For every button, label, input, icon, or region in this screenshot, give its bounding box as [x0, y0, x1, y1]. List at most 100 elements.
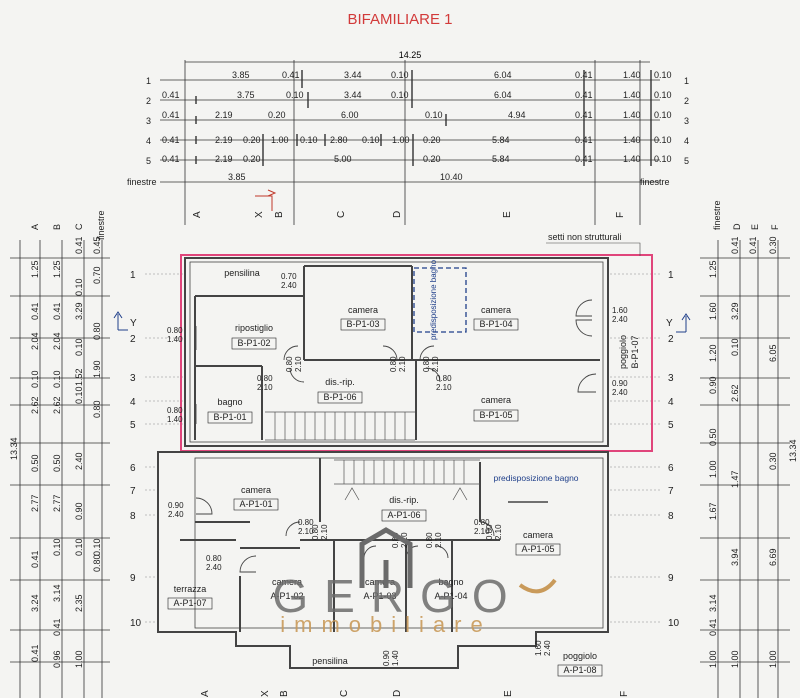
opening-h: 2.40	[281, 281, 297, 290]
row-label: 4	[146, 136, 151, 146]
opening-w: 0.80	[436, 374, 452, 383]
row-label-right: 2	[684, 96, 689, 106]
dim-value: 0.10	[300, 135, 318, 145]
dim-value: 1.40	[623, 70, 641, 80]
opening-w: 0.80	[298, 518, 314, 527]
dim-value: 0.41	[708, 618, 718, 636]
axis-letters-top: A B C D E F	[192, 211, 626, 218]
room-code: A-P1-04	[434, 591, 467, 601]
opening-h-vertical: 2.10	[431, 356, 440, 372]
dim-ticks	[195, 70, 652, 166]
left-total: 13.34	[9, 437, 19, 460]
dim-value: 2.62	[730, 384, 740, 402]
room-code: B-P1-03	[346, 319, 379, 329]
dim-value: 0.10	[730, 338, 740, 356]
room-code-box	[473, 409, 519, 422]
room-code: B-P1-04	[479, 319, 512, 329]
room-code-box	[231, 337, 277, 350]
axis-letter: E	[502, 211, 513, 218]
row-number: 6	[668, 463, 674, 474]
unit-a-openings: 0.90 2.40 0.80 2.40 0.80 2.10 0.80 2.10 …	[168, 501, 552, 666]
dim-value: 2.62	[30, 396, 40, 414]
dim-value: 2.19	[215, 135, 233, 145]
dim-value: 1.00	[74, 650, 84, 668]
dim-value: 0.90	[74, 502, 84, 520]
plan-title: BIFAMILIARE 1	[347, 11, 452, 28]
dim-value: 3.29	[74, 302, 84, 320]
watermark-brand: GERGO	[272, 570, 523, 622]
dim-value: 1.60	[708, 302, 718, 320]
dim-value: 0.41	[748, 236, 758, 254]
col-label: F	[770, 224, 780, 230]
room-code: B-P1-05	[479, 410, 512, 420]
stair-b	[265, 411, 415, 441]
dim-value: 0.41	[52, 618, 62, 636]
room-code-box	[317, 391, 363, 404]
room-code: B-P1-06	[323, 392, 356, 402]
dim-value: 0.10	[52, 538, 62, 556]
dim-value: 0.30	[768, 452, 778, 470]
row-label: 1	[146, 76, 151, 86]
room-name-vertical: poggiolo	[618, 335, 628, 369]
dim-value: 5.84	[492, 154, 510, 164]
room-name: camera	[241, 485, 271, 495]
room-name: camera	[481, 305, 511, 315]
row-number: 4	[668, 397, 674, 408]
row-label: 5	[146, 156, 151, 166]
axis-letter: D	[392, 690, 403, 697]
row-number-leaders	[145, 273, 660, 623]
row-label-right: 3	[684, 116, 689, 126]
dim-value: 0.80	[92, 400, 102, 418]
axis-letter: F	[619, 691, 630, 697]
dim-value: 1.00	[708, 460, 718, 478]
dim-value: 1.25	[708, 260, 718, 278]
right-dimension-labels: finestre D E F 13.34 0.41 1.25 1.60 1.20…	[708, 200, 798, 668]
room-code-vertical: B-P1-07	[630, 335, 640, 368]
opening-w-vertical: 0.80	[311, 524, 320, 540]
dim-value: 0.90	[708, 376, 718, 394]
dim-value: 0.50	[708, 428, 718, 446]
room-name: predisposizione bagno	[493, 473, 578, 483]
opening-w-vertical: 0.80	[485, 524, 494, 540]
dim-value: 2.04	[52, 332, 62, 350]
col-label: finestre	[712, 200, 722, 230]
dim-value: 0.10	[425, 110, 443, 120]
dim-value: 1.90	[92, 360, 102, 378]
row-number: 7	[668, 486, 674, 497]
opening-w-vertical: 0.80	[422, 356, 431, 372]
col-label: B	[52, 224, 62, 230]
dim-value: 0.10	[286, 90, 304, 100]
dim-value: 0.20	[423, 154, 441, 164]
opening-w: 0.80	[167, 326, 183, 335]
room-name: pensilina	[224, 268, 260, 278]
row-numbers: 1 2 3 4 5 6 7 8 9 10 1 2 3 4 5 6 7 8 9 1…	[130, 270, 680, 629]
left-dimension-columns	[10, 240, 110, 698]
opening-h: 2.10	[257, 383, 273, 392]
dim-value: 2.19	[215, 110, 233, 120]
dim-value: 0.10	[654, 70, 672, 80]
dim-value: 0.30	[768, 236, 778, 254]
room-name: dis.-rip.	[389, 495, 419, 505]
x-mark-label: X	[254, 211, 265, 218]
dim-value: 0.20	[423, 135, 441, 145]
row-number: 1	[668, 270, 674, 281]
opening-w-vertical: 0.80	[391, 532, 400, 548]
row-number: 8	[130, 511, 136, 522]
x-mark-label: X	[260, 690, 271, 697]
row-label-right: 1	[684, 76, 689, 86]
room-code-box	[557, 664, 603, 677]
dim-value: 6.04	[494, 90, 512, 100]
opening-w: 1.60	[612, 306, 628, 315]
col-label: A	[30, 224, 40, 230]
room-name: camera	[523, 530, 553, 540]
row-number: 10	[668, 618, 680, 629]
room-code: A-P1-05	[521, 544, 554, 554]
opening-h: 2.40	[206, 563, 222, 572]
dim-value: 3.85	[232, 70, 250, 80]
stair-a	[334, 459, 480, 501]
opening-w: 0.90	[612, 379, 628, 388]
room-code-box	[473, 318, 519, 331]
dim-value: 5.84	[492, 135, 510, 145]
room-code-box	[167, 597, 213, 610]
